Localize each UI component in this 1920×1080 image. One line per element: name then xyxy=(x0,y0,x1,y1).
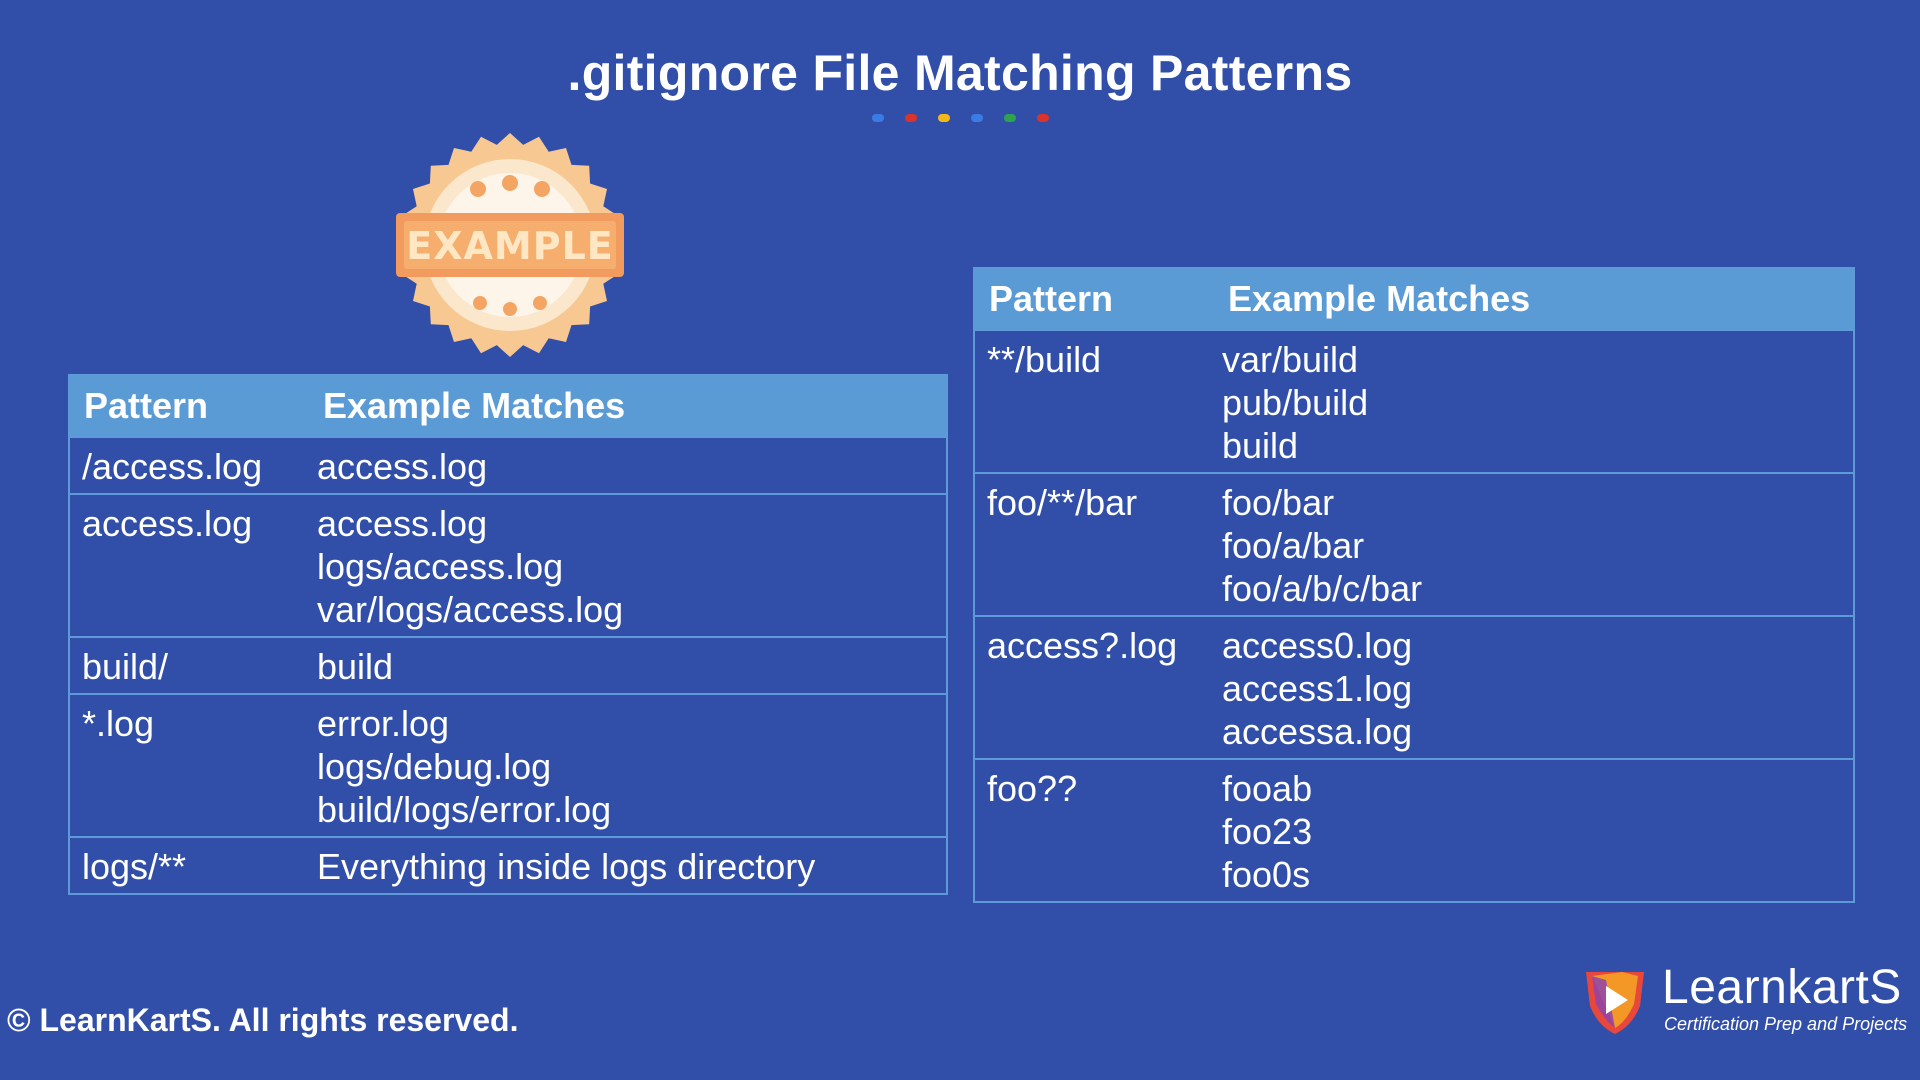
match-item: foo/a/b/c/bar xyxy=(1222,568,1423,609)
example-badge-icon: EXAMPLE xyxy=(396,133,624,357)
match-item: logs/debug.log xyxy=(317,746,552,787)
match-item: access1.log xyxy=(1222,668,1413,709)
dot xyxy=(1037,114,1049,122)
learnkarts-logo: LearnkartS Certification Prep and Projec… xyxy=(1582,960,1912,1040)
match-item: access.log xyxy=(317,503,488,544)
match-item: access0.log xyxy=(1222,625,1413,666)
dot xyxy=(905,114,917,122)
match-item: access.log xyxy=(317,446,488,487)
dot xyxy=(872,114,884,122)
pattern-cell: /access.log xyxy=(69,436,309,494)
match-item: var/logs/access.log xyxy=(317,589,624,630)
header-example-matches: Example Matches xyxy=(309,375,947,437)
match-item: build/logs/error.log xyxy=(317,789,612,830)
match-item: accessa.log xyxy=(1222,711,1413,752)
dot xyxy=(971,114,983,122)
match-item: fooab xyxy=(1222,768,1313,809)
logo-tagline: Certification Prep and Projects xyxy=(1664,1014,1908,1034)
matches-cell: build xyxy=(309,636,947,694)
badge-ribbon-inner xyxy=(404,221,616,269)
match-item: build xyxy=(1222,425,1299,466)
color-dots xyxy=(872,114,1049,122)
table-row: build/build xyxy=(69,636,947,694)
badge-stars xyxy=(470,175,550,316)
match-item: build xyxy=(317,646,394,687)
table-header-row: Pattern Example Matches xyxy=(974,268,1854,330)
copyright-notice: © LearnKartS. All rights reserved. xyxy=(7,1002,519,1038)
badge-text: EXAMPLE xyxy=(406,224,614,268)
matches-cell: Everything inside logs directory xyxy=(309,836,947,894)
table-header-row: Pattern Example Matches xyxy=(69,375,947,437)
play-shield-icon xyxy=(1586,972,1644,1034)
match-item: foo23 xyxy=(1222,811,1313,852)
match-item: var/build xyxy=(1222,339,1359,380)
match-item: foo/a/bar xyxy=(1222,525,1365,566)
pattern-cell: foo?? xyxy=(974,758,1214,902)
table-row: logs/**Everything inside logs directory xyxy=(69,836,947,894)
header-example-matches: Example Matches xyxy=(1214,268,1854,330)
page-title: .gitignore File Matching Patterns xyxy=(567,45,1353,101)
dot xyxy=(1004,114,1016,122)
match-item: Everything inside logs directory xyxy=(317,846,816,887)
match-item: foo0s xyxy=(1222,854,1311,895)
match-item: pub/build xyxy=(1222,382,1369,423)
match-item: error.log xyxy=(317,703,450,744)
header-pattern: Pattern xyxy=(974,268,1214,330)
matches-cell: access.log xyxy=(309,436,947,494)
match-item: logs/access.log xyxy=(317,546,564,587)
pattern-cell: logs/** xyxy=(69,836,309,894)
dot xyxy=(938,114,950,122)
pattern-cell: foo/**/bar xyxy=(974,472,1214,616)
pattern-cell: access?.log xyxy=(974,615,1214,759)
match-item: foo/bar xyxy=(1222,482,1335,523)
header-pattern: Pattern xyxy=(69,375,309,437)
logo-name: LearnkartS xyxy=(1662,961,1902,1014)
pattern-cell: build/ xyxy=(69,636,309,694)
pattern-cell: *.log xyxy=(69,693,309,837)
pattern-cell: **/build xyxy=(974,329,1214,473)
pattern-cell: access.log xyxy=(69,493,309,637)
